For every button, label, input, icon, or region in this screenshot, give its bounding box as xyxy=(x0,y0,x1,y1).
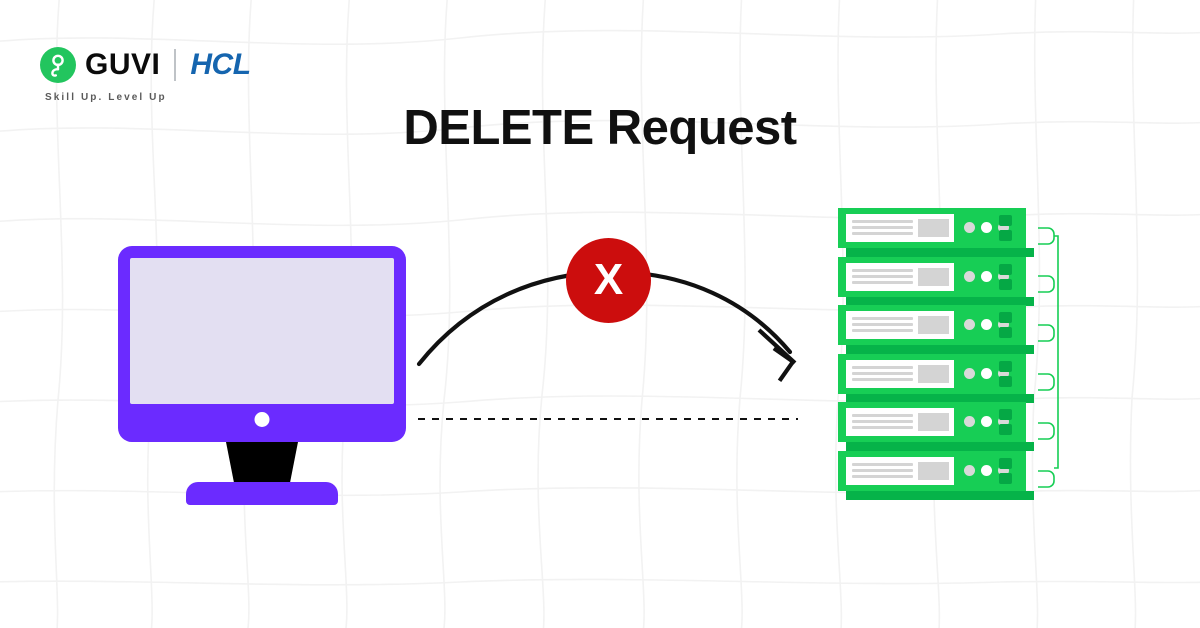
guvi-g-icon xyxy=(40,47,76,83)
server-indicator-dot xyxy=(981,222,992,233)
server-unit-indicators xyxy=(964,270,1009,282)
server-unit-block xyxy=(918,316,949,335)
brand-row: GUVI HCL xyxy=(40,47,251,83)
server-unit-shadow xyxy=(846,491,1034,500)
brand-divider xyxy=(174,49,177,81)
server-indicator-dot xyxy=(964,465,975,476)
monitor-power-dot xyxy=(254,412,270,427)
server-port xyxy=(999,409,1012,421)
server-indicator-dot xyxy=(998,270,1009,282)
server-rack xyxy=(838,208,1063,500)
server-unit-lines xyxy=(852,268,913,291)
monitor-stand-base xyxy=(186,482,338,505)
server-unit-indicators xyxy=(964,319,1009,331)
server-port xyxy=(999,312,1012,324)
server-unit-panel xyxy=(846,262,954,291)
server-unit-line xyxy=(852,329,913,333)
server-unit-indicators xyxy=(964,416,1009,428)
monitor-screen xyxy=(130,258,394,404)
server-indicator-dot xyxy=(998,367,1009,379)
monitor-bezel xyxy=(118,246,406,442)
server-unit-line xyxy=(852,323,913,327)
server-unit-line xyxy=(852,232,913,235)
x-glyph: X xyxy=(593,254,624,304)
page-title: DELETE Request xyxy=(403,101,797,155)
server-unit-block xyxy=(918,267,949,286)
monitor-stand-neck xyxy=(226,442,298,486)
server-unit-indicators xyxy=(964,222,1009,233)
server-unit-line xyxy=(852,414,913,418)
server-indicator-dot xyxy=(981,270,992,282)
server-unit-line xyxy=(852,377,913,381)
server-indicator-dot xyxy=(964,222,975,233)
server-unit-panel xyxy=(846,311,954,340)
brand-lockup: GUVI HCL Skill Up. Level Up xyxy=(40,47,251,103)
server-indicator-dot xyxy=(964,319,975,331)
server-unit xyxy=(838,256,1026,297)
server-unit-block xyxy=(918,219,949,237)
server-unit xyxy=(838,451,1026,491)
server-unit-line xyxy=(852,463,913,466)
server-unit-line xyxy=(852,371,913,375)
server-unit-indicators xyxy=(964,465,1009,476)
blocked-x-icon: X xyxy=(566,238,651,323)
server-unit-block xyxy=(918,364,949,383)
server-port xyxy=(999,375,1012,387)
server-unit-panel xyxy=(846,408,954,437)
server-indicator-dot xyxy=(981,319,992,331)
server-unit xyxy=(838,353,1026,394)
server-port xyxy=(999,278,1012,290)
brand-name: GUVI xyxy=(85,48,161,81)
server-unit-lines xyxy=(852,316,913,339)
server-unit xyxy=(838,208,1026,248)
server-unit-lines xyxy=(852,462,913,485)
server-port xyxy=(999,424,1012,436)
server-unit-panel xyxy=(846,359,954,388)
server-indicator-dot xyxy=(964,367,975,379)
server-indicator-dot xyxy=(981,367,992,379)
brand-tagline: Skill Up. Level Up xyxy=(45,92,167,103)
partner-name: HCL xyxy=(190,48,251,81)
rack-cable-bundle xyxy=(1038,227,1059,488)
server-indicator-dot xyxy=(981,465,992,476)
server-unit-line xyxy=(852,226,913,229)
server-indicator-dot xyxy=(998,465,1009,476)
server-unit-line xyxy=(852,420,913,424)
server-unit-lines xyxy=(852,219,913,242)
server-unit-line xyxy=(852,274,913,278)
server-indicator-dot xyxy=(964,416,975,428)
server-unit-line xyxy=(852,426,913,430)
server-unit-panel xyxy=(846,457,954,485)
server-port xyxy=(999,263,1012,275)
client-monitor xyxy=(118,246,406,505)
server-unit xyxy=(838,402,1026,443)
server-port xyxy=(999,473,1012,484)
baseline-dashed-connector xyxy=(418,418,798,420)
server-unit-line xyxy=(852,469,913,472)
server-unit-line xyxy=(852,280,913,284)
server-unit-lines xyxy=(852,413,913,436)
server-unit-line xyxy=(852,475,913,478)
server-unit-line xyxy=(852,268,913,272)
server-unit-line xyxy=(852,365,913,369)
server-unit-block xyxy=(918,462,949,480)
server-indicator-dot xyxy=(981,416,992,428)
server-indicator-dot xyxy=(998,222,1009,233)
server-unit-indicators xyxy=(964,367,1009,379)
server-unit-line xyxy=(852,220,913,223)
server-unit-panel xyxy=(846,214,954,242)
server-port xyxy=(999,327,1012,339)
server-unit-block xyxy=(918,413,949,432)
server-unit-line xyxy=(852,317,913,321)
server-port xyxy=(999,360,1012,372)
server-port xyxy=(999,230,1012,241)
server-indicator-dot xyxy=(998,416,1009,428)
server-unit-lines xyxy=(852,365,913,388)
server-indicator-dot xyxy=(998,319,1009,331)
server-unit xyxy=(838,305,1026,346)
server-port xyxy=(999,215,1012,226)
server-port xyxy=(999,458,1012,469)
server-indicator-dot xyxy=(964,270,975,282)
